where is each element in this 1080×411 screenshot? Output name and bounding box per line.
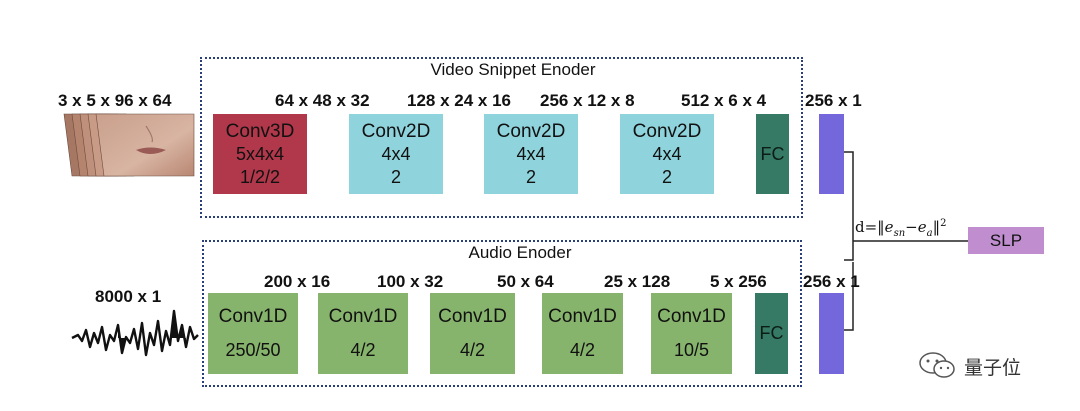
block-stride: 2: [390, 166, 401, 187]
audio-embedding-dims: 256 x 1: [803, 272, 860, 291]
audio-dim-label: 25 x 128: [604, 272, 671, 291]
block-name: Conv3D: [225, 120, 295, 142]
block-name: Conv1D: [438, 306, 507, 328]
fc-label: FC: [760, 143, 785, 164]
conv2d-block: Conv2D 4x4 2: [620, 114, 714, 194]
block-name: Conv1D: [328, 306, 398, 328]
block-params: 4/2: [459, 340, 486, 361]
video-encoder-box: [200, 57, 803, 218]
fc-label: FC: [759, 323, 784, 344]
video-encoder-title: Video Snippet Enoder: [430, 60, 596, 79]
block-kernel: 4x4: [516, 144, 546, 165]
wechat-icon: [919, 352, 955, 378]
audio-waveform-image: [71, 309, 199, 357]
block-name: Conv1D: [657, 306, 726, 328]
video-dim-label: 64 x 48 x 32: [275, 91, 370, 110]
watermark-text: 量子位: [964, 358, 1022, 379]
video-input-dims: 3 x 5 x 96 x 64: [58, 91, 172, 110]
conv2d-block: Conv2D 4x4 2: [349, 114, 443, 194]
conv1d-block: Conv1D 10/5: [651, 293, 732, 374]
conv1d-block: Conv1D 4/2: [542, 293, 623, 374]
video-dim-label: 512 x 6 x 4: [681, 91, 767, 110]
audio-dim-label: 5 x 256: [710, 272, 767, 291]
video-embedding-connector: [844, 151, 854, 261]
block-name: Conv1D: [218, 306, 288, 328]
audio-dim-label: 200 x 16: [264, 272, 331, 291]
audio-fc-block: FC: [755, 293, 788, 374]
slp-block: SLP: [968, 227, 1044, 254]
audio-embedding-bar: [819, 293, 844, 374]
block-params: 4/2: [350, 340, 376, 361]
conv1d-block: Conv1D 4/2: [318, 293, 408, 374]
conv3d-block: Conv3D 5x4x4 1/2/2: [213, 114, 307, 194]
conv2d-block: Conv2D 4x4 2: [484, 114, 578, 194]
conv1d-block: Conv1D 250/50: [208, 293, 298, 374]
block-name: Conv2D: [496, 120, 566, 142]
block-params: 10/5: [673, 340, 710, 361]
audio-input-dims: 8000 x 1: [95, 287, 162, 306]
block-name: Conv2D: [361, 120, 431, 142]
face-frames-image: [63, 113, 195, 177]
video-embedding-bar: [819, 114, 844, 194]
block-params: 4/2: [569, 340, 596, 361]
block-name: Conv1D: [548, 306, 617, 328]
video-dim-label: 256 x 12 x 8: [540, 91, 635, 110]
block-stride: 2: [661, 166, 672, 187]
audio-encoder-box: [202, 240, 802, 387]
audio-dim-label: 50 x 64: [497, 272, 554, 291]
distance-formula: d=‖esn−ea‖2: [855, 218, 947, 239]
block-kernel: 4x4: [652, 144, 682, 165]
video-dim-label: 128 x 24 x 16: [407, 91, 511, 110]
video-embedding-dims: 256 x 1: [805, 91, 862, 110]
slp-label: SLP: [989, 230, 1023, 250]
block-stride: 2: [525, 166, 536, 187]
block-kernel: 4x4: [381, 144, 411, 165]
block-stride: 1/2/2: [239, 166, 281, 187]
block-params: 250/50: [225, 340, 281, 361]
block-kernel: 5x4x4: [235, 144, 285, 165]
conv1d-block: Conv1D 4/2: [430, 293, 515, 374]
video-fc-block: FC: [756, 114, 789, 194]
audio-embedding-connector: [844, 262, 854, 331]
block-name: Conv2D: [632, 120, 702, 142]
audio-dim-label: 100 x 32: [377, 272, 444, 291]
audio-encoder-title: Audio Enoder: [468, 243, 572, 262]
